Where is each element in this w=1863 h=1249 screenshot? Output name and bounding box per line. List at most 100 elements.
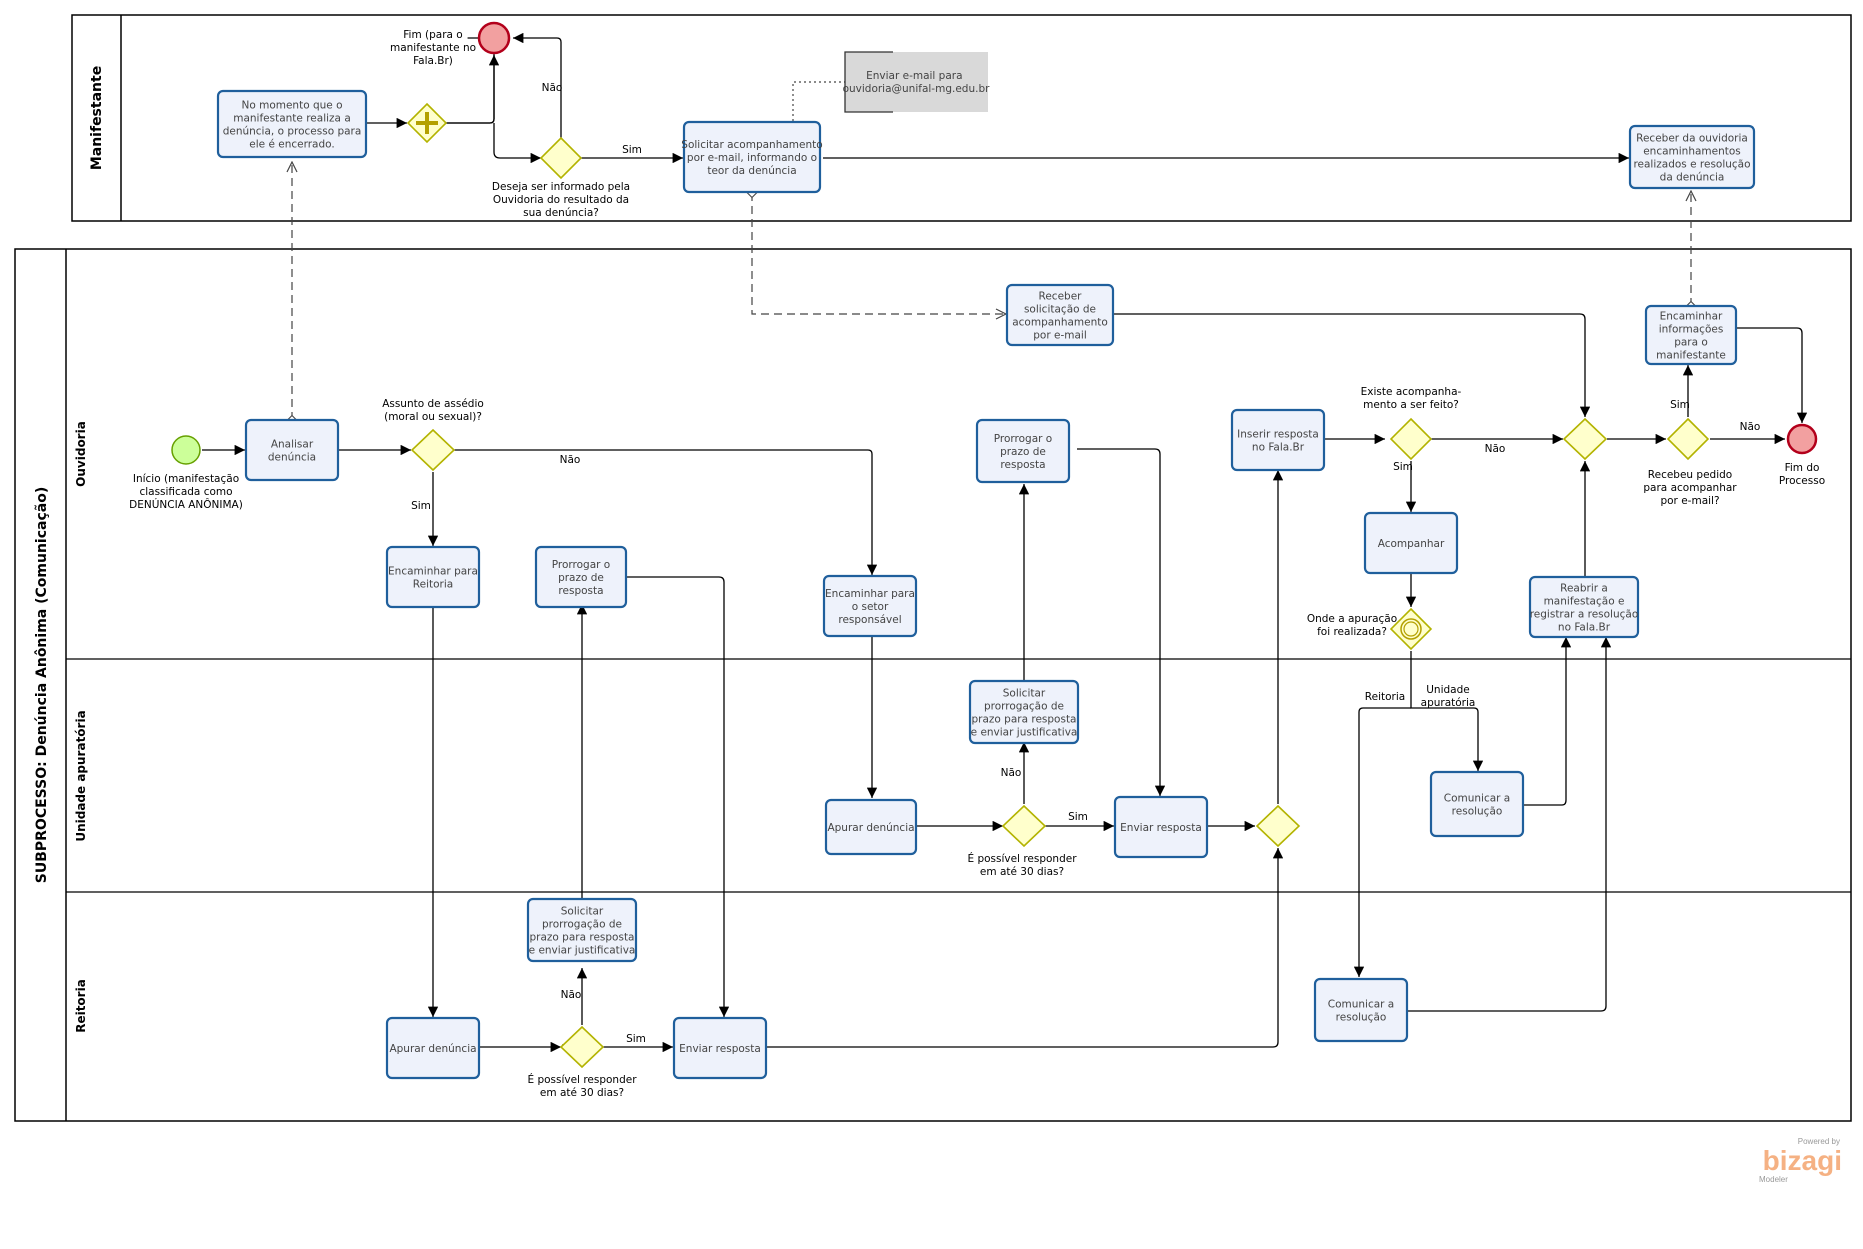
task-label-line: Reitoria — [413, 579, 453, 591]
label-deseja-line: Ouvidoria do resultado da — [493, 194, 629, 206]
task-label-line: e enviar justificativa — [529, 945, 636, 957]
task-label-line: Inserir resposta — [1237, 429, 1319, 441]
label-fim-processo-line: Fim do — [1785, 462, 1820, 474]
email-annotation-line1: Enviar e-mail para — [866, 70, 962, 82]
task-label-line: resposta — [1000, 459, 1045, 471]
gateway-recebeu[interactable] — [1666, 417, 1710, 461]
gateway-merge-final[interactable] — [1562, 417, 1608, 461]
task-label-line: Solicitar — [1003, 688, 1046, 700]
label-possivel-unidade-line: em até 30 dias? — [980, 866, 1064, 878]
pool-manifestante-title: Manifestante — [89, 66, 105, 170]
task-label-line: resolução — [1452, 806, 1503, 818]
task-label-line: manifestante realiza a — [233, 113, 351, 125]
gateway-existe[interactable] — [1389, 417, 1433, 461]
task-label-line: Enviar resposta — [679, 1043, 761, 1055]
label-fim-manifestante-line: manifestante no — [390, 42, 476, 54]
flow-label-sim-1: Sim — [622, 144, 642, 156]
task-enviar-resposta-unidade[interactable]: Enviar resposta — [1113, 795, 1209, 859]
task-apurar-reitoria[interactable]: Apurar denúncia — [385, 1016, 481, 1080]
task-label-line: No momento que o — [241, 100, 342, 112]
task-label-line: Apurar denúncia — [827, 822, 914, 834]
gateway-deseja[interactable] — [539, 136, 583, 180]
task-apurar-unidade[interactable]: Apurar denúncia — [824, 798, 918, 856]
task-label-line: denúncia — [268, 452, 316, 464]
task-label-line: resolução — [1336, 1012, 1387, 1024]
svg-text:Apurar denúncia: Apurar denúncia — [827, 822, 914, 834]
label-unidade-apuratoria-line: apuratória — [1421, 697, 1476, 709]
gateway-possivel-unidade[interactable] — [1001, 804, 1047, 848]
task-label-line: Encaminhar para — [388, 566, 478, 578]
gateway-merge-resposta[interactable] — [1255, 804, 1301, 848]
task-acompanhar[interactable]: Acompanhar — [1363, 511, 1459, 575]
flow-label-sim-5: Sim — [1393, 461, 1413, 473]
label-recebeu-line: Recebeu pedido — [1648, 469, 1732, 481]
gateway-possivel-reitoria[interactable] — [559, 1025, 605, 1069]
gateway-assunto[interactable] — [410, 428, 456, 472]
task-label-line: e enviar justificativa — [971, 727, 1078, 739]
task-label-line: Encaminhar — [1660, 311, 1723, 323]
task-label-line: encaminhamentos — [1643, 146, 1741, 158]
label-fim-manifestante-line: Fala.Br) — [413, 55, 453, 67]
task-label-line: teor da denúncia — [707, 165, 796, 177]
flow-label-sim-4: Sim — [1068, 811, 1088, 823]
task-label-line: para o — [1674, 337, 1708, 349]
label-deseja-line: sua denúncia? — [523, 207, 599, 219]
task-label-line: Acompanhar — [1378, 538, 1445, 550]
task-label-line: manifestação e — [1544, 596, 1625, 608]
label-onde-line: Onde a apuração — [1307, 613, 1397, 625]
task-label-line: Receber — [1039, 291, 1083, 303]
flow-label-sim-3: Sim — [626, 1033, 646, 1045]
label-assunto-line: (moral ou sexual)? — [384, 411, 482, 423]
task-label-line: por e-mail — [1033, 330, 1087, 342]
task-enviar-resposta-reitoria[interactable]: Enviar resposta — [672, 1016, 768, 1080]
end-event-manifestante-icon[interactable] — [477, 21, 511, 55]
end-event-processo-icon[interactable] — [1786, 423, 1818, 455]
task-label-line: no Fala.Br — [1252, 442, 1305, 454]
flow-label-nao-6: Não — [1740, 421, 1761, 433]
task-label-line: prazo para resposta — [971, 714, 1076, 726]
flow-label-reitoria: Reitoria — [1365, 691, 1405, 703]
start-event-icon[interactable] — [171, 435, 201, 465]
flow-label-nao-5: Não — [1485, 443, 1506, 455]
flow-label-nao-4: Não — [1001, 767, 1022, 779]
flow-label-nao-1: Não — [542, 82, 563, 94]
gateway-onde[interactable] — [1389, 607, 1433, 651]
task-label-line: Prorrogar o — [994, 433, 1052, 445]
label-existe: Existe acompanha-mento a ser feito? — [1361, 386, 1462, 411]
task-label-line: Prorrogar o — [552, 559, 610, 571]
pool-subprocesso: SUBPROCESSO: Denúncia Anônima (Comunicaç… — [14, 248, 1852, 1122]
pool-subprocesso-title: SUBPROCESSO: Denúncia Anônima (Comunicaç… — [34, 487, 50, 883]
task-label-line: Solicitar acompanhamento — [681, 139, 822, 151]
parallel-gateway[interactable] — [406, 102, 448, 144]
label-inicio-line: classificada como — [139, 486, 232, 498]
